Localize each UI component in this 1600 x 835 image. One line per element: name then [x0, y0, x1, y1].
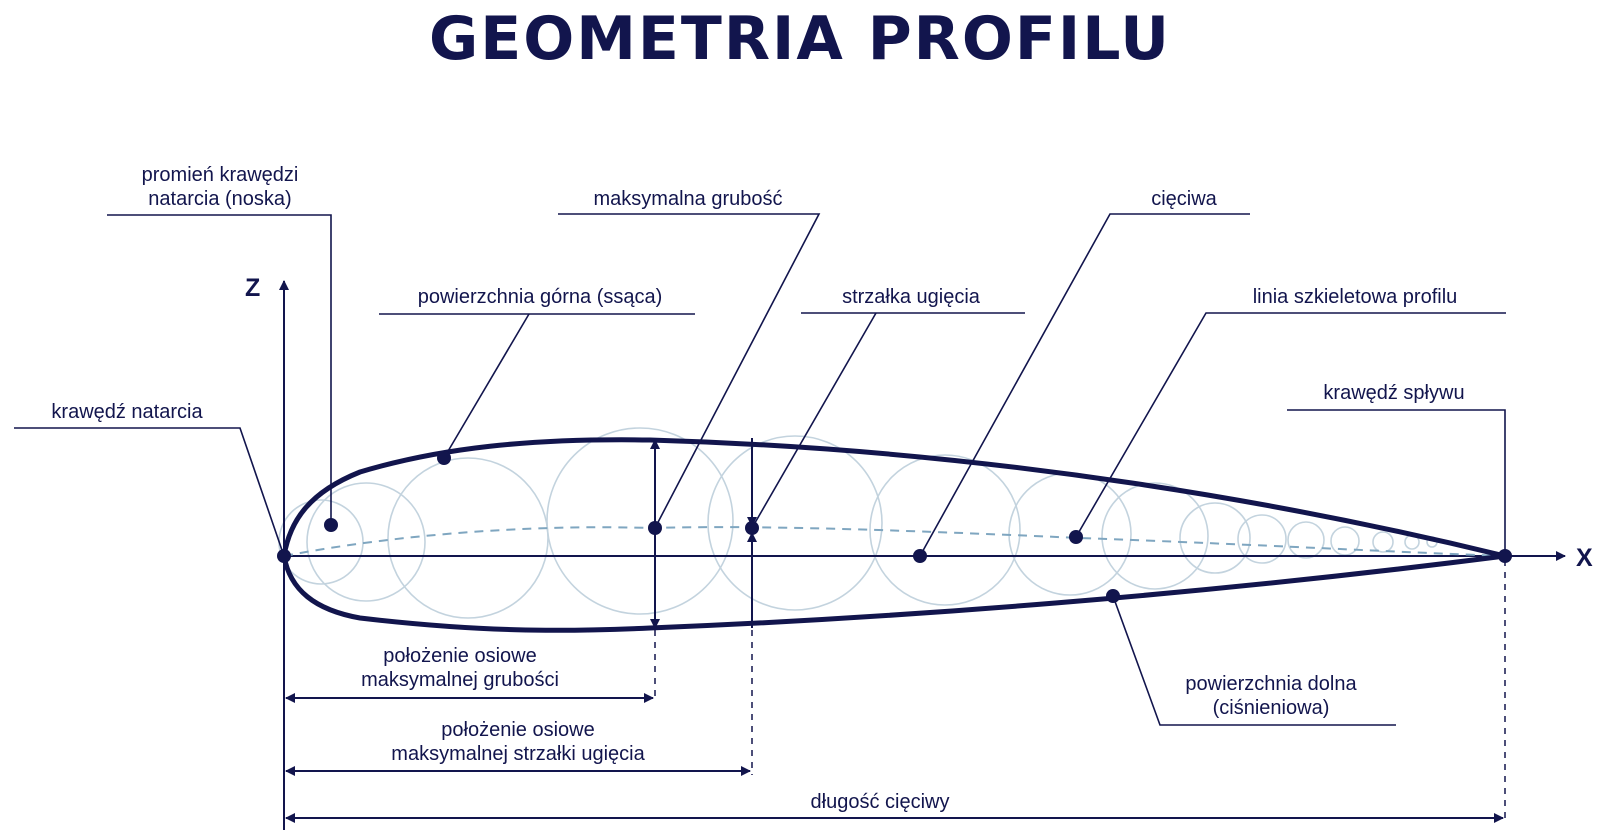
label-leading-edge-radius-1: promień krawędzi [142, 164, 299, 186]
label-lower-surface-1: powierzchnia dolna [1185, 673, 1357, 695]
label-max-thickness: maksymalna grubość [594, 188, 783, 210]
label-max-camber-position-1: położenie osiowe [441, 719, 594, 741]
label-max-thickness-position-2: maksymalnej grubości [361, 669, 559, 691]
x-axis-label: X [1576, 544, 1593, 572]
label-leading-edge: krawędź natarcia [51, 401, 203, 423]
z-axis-label: Z [245, 274, 260, 302]
page-title: GEOMETRIA PROFILU [428, 4, 1172, 74]
label-chord: cięciwa [1151, 188, 1217, 210]
marker-dots [277, 451, 1512, 603]
label-max-camber: strzałka ugięcia [842, 286, 981, 308]
inscribed-circles [278, 427, 1438, 619]
label-mean-camber-line: linia szkieletowa profilu [1253, 286, 1458, 308]
label-lower-surface-2: (ciśnieniowa) [1213, 697, 1330, 719]
label-chord-length: długość cięciwy [811, 791, 950, 813]
label-leading-edge-radius-2: natarcia (noska) [148, 188, 291, 210]
leader-lines [14, 213, 1506, 726]
label-max-camber-position-2: maksymalnej strzałki ugięcia [391, 743, 645, 765]
mean-camber-line [283, 526, 1506, 557]
label-upper-surface: powierzchnia górna (ssąca) [418, 286, 663, 308]
airfoil-outline [281, 437, 1506, 633]
label-trailing-edge: krawędź spływu [1323, 382, 1464, 404]
label-max-thickness-position-1: położenie osiowe [383, 645, 536, 667]
